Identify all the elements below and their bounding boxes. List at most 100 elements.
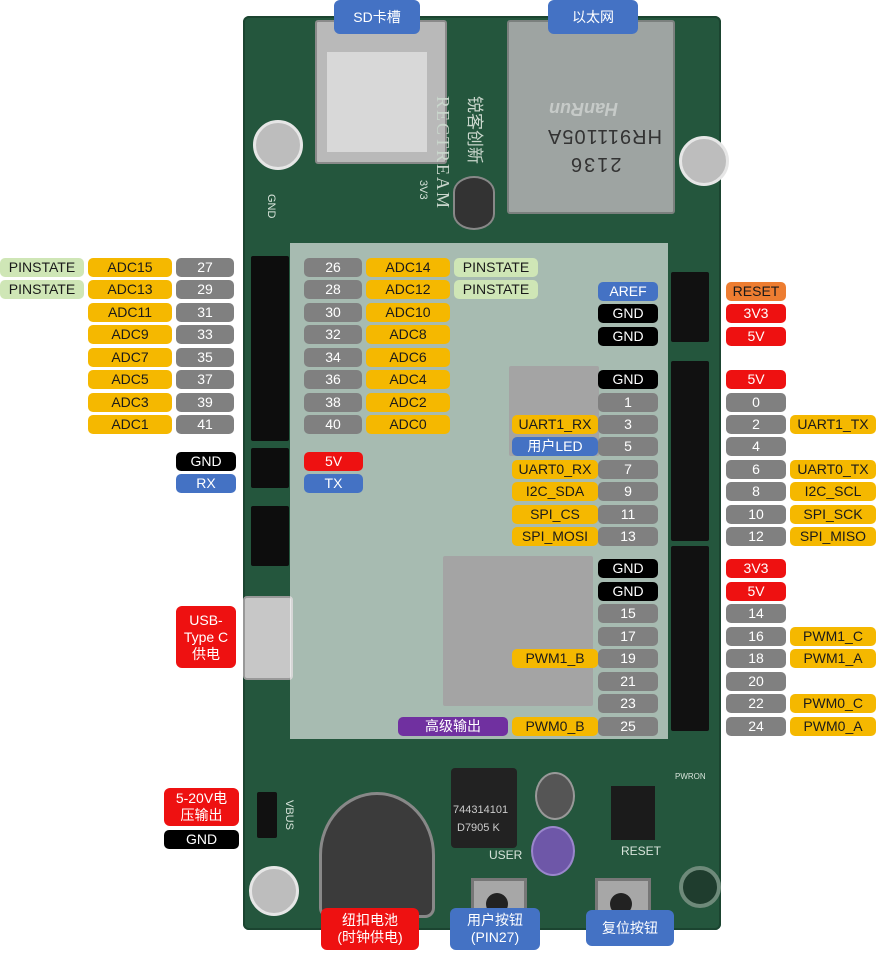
power-inductor: 744314101 D7905 K [451, 768, 517, 848]
pin-number: 25 [598, 717, 658, 736]
eth-code-print: 2136 [569, 153, 622, 175]
capacitor [453, 176, 495, 230]
function-label: PWM0_B [512, 717, 598, 736]
usb-c-port [243, 596, 293, 680]
adc-label: ADC6 [366, 348, 450, 367]
pin-number: 21 [598, 672, 658, 691]
pin-number: 3 [598, 415, 658, 434]
user-button-label: 用户按钮 (PIN27) [450, 908, 540, 950]
pin-number: 26 [304, 258, 362, 277]
pin-number: 28 [304, 280, 362, 299]
adc-label: ADC2 [366, 393, 450, 412]
pin-number: 13 [598, 527, 658, 546]
pin-number: 30 [304, 303, 362, 322]
pin-number: 23 [598, 694, 658, 713]
pinstate-label: PINSTATE [0, 258, 84, 277]
regulator [611, 786, 655, 840]
gnd-label: GND [176, 452, 236, 471]
inductor-code-print: D7905 K [457, 822, 500, 834]
sd-card-slot [315, 20, 447, 164]
pin-number: 33 [176, 325, 234, 344]
gnd-print: GND [265, 194, 277, 219]
pin-number: 22 [726, 694, 786, 713]
function-label: UART1_RX [512, 415, 598, 434]
power-pin-label: RESET [726, 282, 786, 301]
analog-header-left [251, 256, 289, 441]
pin-number: 29 [176, 280, 234, 299]
pin-number: 7 [598, 460, 658, 479]
function-label: PWM0_A [790, 717, 876, 736]
pin-number: 6 [726, 460, 786, 479]
pin-number: GND [598, 559, 658, 578]
pin-number: 5V [726, 582, 786, 601]
pin-number: 41 [176, 415, 234, 434]
rx-label: RX [176, 474, 236, 493]
adc-label: ADC7 [88, 348, 172, 367]
adc-label: ADC12 [366, 280, 450, 299]
mounting-hole [679, 866, 721, 908]
function-label: 用户LED [512, 437, 598, 456]
function-label: I2C_SDA [512, 482, 598, 501]
function-label: UART0_RX [512, 460, 598, 479]
digital-header-bottom [671, 546, 709, 731]
uart-header [251, 448, 289, 488]
user-print: USER [489, 848, 523, 862]
pin-number: 18 [726, 649, 786, 668]
reset-print: RESET [621, 844, 662, 858]
pin-number: 12 [726, 527, 786, 546]
power-pin-label: 5V [726, 327, 786, 346]
pin-number: 38 [304, 393, 362, 412]
pin-number: 2 [726, 415, 786, 434]
digital-header-top [671, 361, 709, 541]
ethernet-jack: HanRun HR911105A 2136 [507, 20, 675, 214]
pin-number: 36 [304, 370, 362, 389]
adc-label: ADC10 [366, 303, 450, 322]
pinstate-label: PINSTATE [454, 280, 538, 299]
pin-number: 32 [304, 325, 362, 344]
adc-label: ADC8 [366, 325, 450, 344]
vbus-print: VBUS [283, 800, 295, 830]
pin-number: GND [598, 370, 658, 389]
capacitor [535, 772, 575, 820]
pin-number: 17 [598, 627, 658, 646]
pin-number: 20 [726, 672, 786, 691]
reset-button-label: 复位按钮 [586, 910, 674, 946]
power-pin-label: GND [598, 304, 658, 323]
function-label: PWM1_B [512, 649, 598, 668]
v33-print: 3V3 [417, 180, 429, 200]
pin-number: 39 [176, 393, 234, 412]
pin-number: GND [598, 582, 658, 601]
adc-label: ADC5 [88, 370, 172, 389]
function-label: PWM1_A [790, 649, 876, 668]
function-label: PWM0_C [790, 694, 876, 713]
mounting-screw [679, 136, 729, 186]
sd-slot-label: SD卡槽 [334, 0, 420, 34]
pin-number: 27 [176, 258, 234, 277]
function-label: UART0_TX [790, 460, 876, 479]
function-label: SPI_CS [512, 505, 598, 524]
pin-number: 11 [598, 505, 658, 524]
tx-label: TX [304, 474, 363, 493]
function-label: UART1_TX [790, 415, 876, 434]
vin-output-label: 5-20V电 压输出 [164, 788, 239, 826]
pin-number: 0 [726, 393, 786, 412]
coin-battery-label: 纽扣电池 (时钟供电) [321, 908, 419, 950]
function-label: SPI_SCK [790, 505, 876, 524]
adc-label: ADC3 [88, 393, 172, 412]
vin-gnd-label: GND [164, 830, 239, 849]
vbus-header [257, 792, 277, 838]
power-header [671, 272, 709, 342]
ethernet-label: 以太网 [548, 0, 638, 34]
pin-number: 1 [598, 393, 658, 412]
eth-model-print: HR911105A [547, 125, 662, 147]
pin-number: 4 [726, 437, 786, 456]
pin-number: 15 [598, 604, 658, 623]
pin-number: 16 [726, 627, 786, 646]
mounting-screw [249, 866, 299, 916]
brand-cn-print: 锐客创新 [465, 96, 484, 164]
adc-label: ADC11 [88, 303, 172, 322]
high-output-label: 高级输出 [398, 717, 508, 736]
uart-5v-label: 5V [304, 452, 363, 471]
power-pin-label: 3V3 [726, 304, 786, 323]
eth-maker-print: HanRun [549, 99, 618, 119]
